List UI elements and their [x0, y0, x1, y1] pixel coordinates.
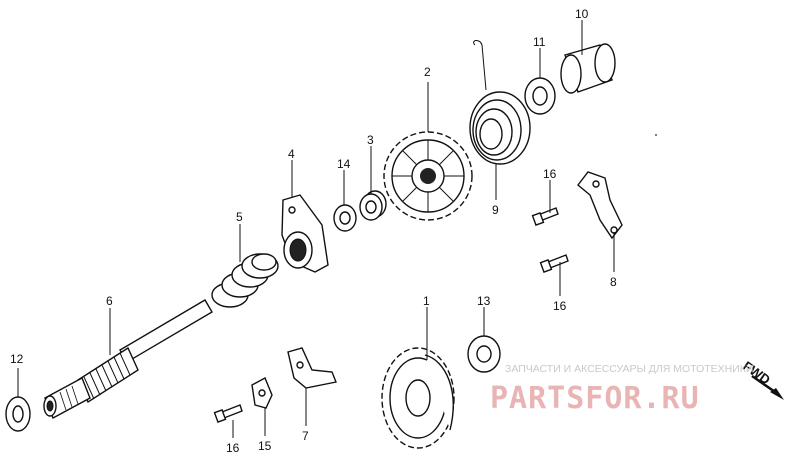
callout-15: 15: [258, 439, 272, 453]
clip-drawing: [251, 377, 273, 409]
callout-5: 5: [236, 210, 243, 224]
callout-16-middle: 16: [553, 299, 567, 313]
spring-coil-drawing: [211, 253, 279, 308]
callout-7: 7: [302, 429, 309, 443]
stray-dot: [655, 134, 657, 136]
callout-4: 4: [288, 147, 295, 161]
guide-bracket-drawing: [577, 171, 623, 240]
bolt-middle-drawing: [539, 254, 569, 273]
callout-12: 12: [10, 352, 24, 366]
ratchet-plate-drawing: [281, 194, 329, 273]
callout-8: 8: [610, 275, 617, 289]
callout-1: 1: [423, 294, 430, 308]
callout-2: 2: [424, 65, 431, 79]
washer-small-drawing: [524, 77, 556, 115]
washer-thin-drawing: [333, 204, 357, 232]
collar-drawing: [359, 190, 387, 221]
callout-14: 14: [337, 157, 351, 171]
spring-collar-drawing: [560, 43, 616, 94]
callout-3: 3: [367, 133, 374, 147]
callout-13: 13: [477, 294, 491, 308]
callout-9: 9: [492, 203, 499, 217]
callout-6: 6: [106, 294, 113, 308]
gear-ratchet-drawing: [383, 131, 473, 221]
callout-labels: 2 3 4 14 5 6 12 9 10 11 16 16 8 1 13 7 1…: [10, 7, 617, 455]
return-spring-drawing: [469, 40, 531, 165]
leader-lines: [17, 20, 615, 438]
callout-11: 11: [533, 35, 546, 49]
callout-10: 10: [575, 7, 589, 21]
callout-16-lower: 16: [226, 441, 240, 455]
stopper-plate-drawing: [287, 347, 337, 389]
watermark-brand: PARTSFOR.RU: [490, 381, 700, 416]
washer-right-drawing: [467, 335, 501, 373]
watermark-tagline: ЗАПЧАСТИ И АКСЕССУАРЫ ДЛЯ МОТОТЕХНИКИ: [505, 363, 753, 375]
bolt-upper-drawing: [531, 207, 559, 226]
watermark: ЗАПЧАСТИ И АКСЕССУАРЫ ДЛЯ МОТОТЕХНИКИ PA…: [490, 363, 753, 416]
washer-left-drawing: [5, 396, 31, 432]
shaft-drawing: [43, 299, 213, 419]
bolt-lower-drawing: [213, 404, 243, 423]
gear-large-drawing: [381, 347, 455, 449]
callout-16-upper: 16: [543, 167, 557, 181]
